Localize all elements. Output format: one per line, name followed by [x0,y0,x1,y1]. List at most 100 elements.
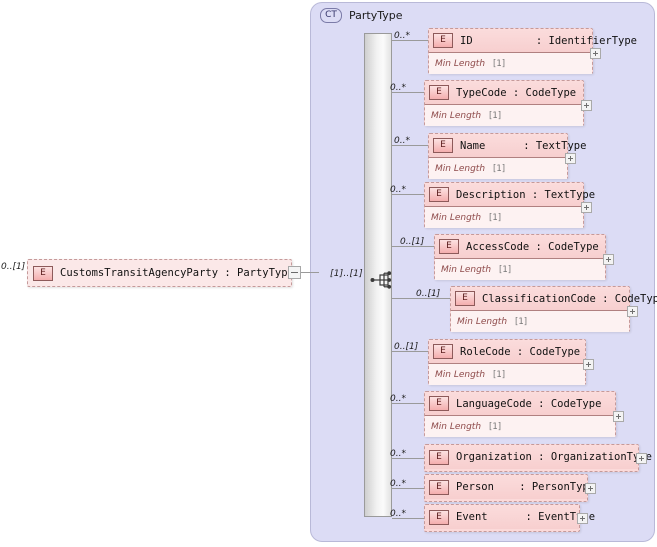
plus-toggle-icon[interactable] [613,411,624,422]
element-cardinality: 0..* [390,185,406,195]
connector-line [392,40,428,41]
plus-toggle-icon[interactable] [603,254,614,265]
plus-toggle-icon[interactable] [627,306,638,317]
facet-label: Min Length [431,212,482,223]
element-header: E Description : TextType [425,183,595,207]
element-label: Description : TextType [456,188,596,201]
element-label: Organization : OrganizationType [456,451,652,463]
facet-value: [1] [515,316,528,327]
element-label: ClassificationCode : CodeType [482,292,657,305]
element-label: Person : PersonType [456,481,596,493]
element-box-event[interactable]: E Event : EventType [424,504,595,532]
facet-value: [1] [493,163,506,174]
element-cardinality: 0..* [390,83,406,93]
connector-line [392,298,450,299]
element-cardinality: 0..* [390,449,406,459]
connector-line [392,351,428,352]
element-badge-icon: E [433,344,453,359]
plus-toggle-icon[interactable] [583,359,594,370]
element-badge-icon: E [433,33,453,48]
facet-label: Min Length [431,110,482,121]
facet-label: Min Length [431,421,482,432]
element-badge-icon: E [429,85,449,100]
element-badge-icon: E [439,239,459,254]
element-facet-row: Min Length [1] [429,364,585,385]
element-facet-row: Min Length [1] [429,158,567,179]
plus-toggle-icon[interactable] [581,100,592,111]
element-badge-icon: E [33,265,53,281]
element-label: Event : EventType [456,511,596,523]
element-badge-icon: E [429,187,449,202]
facet-value: [1] [489,212,502,223]
element-box-organization[interactable]: E Organization : OrganizationType [424,444,652,472]
element-badge-icon: E [455,291,475,306]
plus-toggle-icon[interactable] [585,483,596,494]
connector-line [392,92,424,93]
plus-toggle-icon[interactable] [577,513,588,524]
connector-line [392,145,428,146]
connector-line [392,458,424,459]
plus-toggle-icon[interactable] [581,202,592,213]
plus-toggle-icon[interactable] [590,48,601,59]
element-label: Name : TextType [460,139,587,152]
complextype-header: CT PartyType [320,8,403,23]
facet-value: [1] [489,110,502,121]
element-header: E LanguageCode : CodeType [425,392,615,416]
element-cardinality: 0..* [390,394,406,404]
element-header: E Event : EventType [425,505,595,529]
element-header: E Person : PersonType [425,475,595,499]
element-facet-row: Min Length [1] [425,207,583,228]
plus-toggle-icon[interactable] [565,153,576,164]
element-cardinality: 0..[1] [394,342,419,352]
element-label: TypeCode : CodeType [456,86,577,99]
element-box-customstransitagencyparty[interactable]: E CustomsTransitAgencyParty : PartyType [27,259,294,287]
connector-line [392,403,424,404]
root-element-cardinality: 0..[1] [1,262,26,272]
element-label: ID : IdentifierType [460,34,638,47]
complextype-badge-icon: CT [320,8,342,23]
facet-label: Min Length [457,316,508,327]
facet-value: [1] [499,264,512,275]
facet-label: Min Length [435,163,486,174]
element-box-person[interactable]: E Person : PersonType [424,474,595,502]
element-facet-row: Min Length [1] [451,311,629,332]
facet-label: Min Length [435,369,486,380]
element-badge-icon: E [429,449,449,465]
element-badge-icon: E [429,509,449,525]
facet-label: Min Length [441,264,492,275]
complextype-name: PartyType [349,9,403,22]
element-label: RoleCode : CodeType [460,345,581,358]
facet-value: [1] [493,369,506,380]
sequence-compositor-icon[interactable] [370,270,392,290]
element-badge-icon: E [429,396,449,411]
connector-line [392,488,424,489]
connector-line [392,194,424,195]
element-badge-icon: E [429,479,449,495]
root-connector-to-sequence [301,272,319,273]
element-header: E ClassificationCode : CodeType [451,287,657,311]
element-header: E ID : IdentifierType [429,29,637,53]
plus-toggle-icon[interactable] [636,453,647,464]
facet-value: [1] [493,58,506,69]
element-header: E TypeCode : CodeType [425,81,583,105]
minus-toggle-icon[interactable] [288,266,301,279]
element-label: AccessCode : CodeType [466,240,599,253]
element-cardinality: 0..* [390,509,406,519]
facet-value: [1] [489,421,502,432]
element-header: E AccessCode : CodeType [435,235,605,259]
element-cardinality: 0..[1] [416,289,441,299]
compositor-cardinality: [1]..[1] [330,269,363,279]
element-cardinality: 0..* [394,136,410,146]
element-label: LanguageCode : CodeType [456,397,602,410]
element-facet-row: Min Length [1] [425,416,615,437]
connector-line [392,518,424,519]
